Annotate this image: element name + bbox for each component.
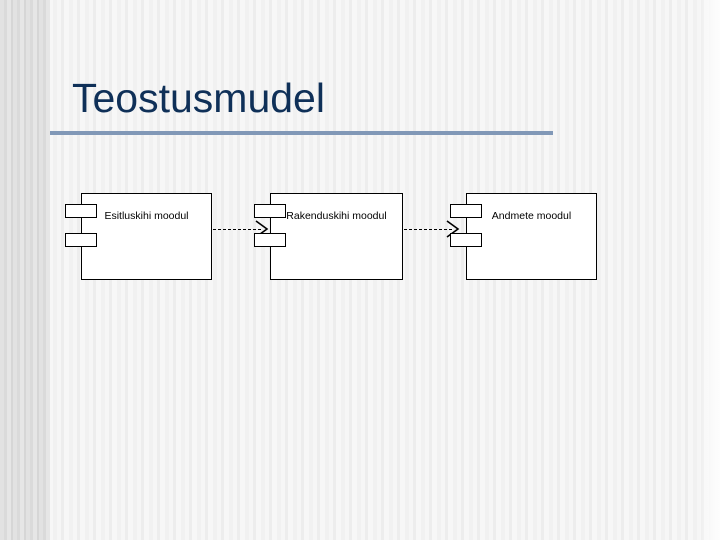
component-port-tab-bottom <box>450 233 482 247</box>
component-port-tab-top <box>65 204 97 218</box>
slide-title: Teostusmudel <box>72 75 325 121</box>
dependency-connector-1 <box>213 229 261 230</box>
component-port-tab-bottom <box>65 233 97 247</box>
component-andmete[interactable]: Andmete moodul <box>450 193 597 280</box>
component-port-tab-bottom <box>254 233 286 247</box>
component-port-tab-top <box>254 204 286 218</box>
background-right-fade <box>698 0 720 540</box>
component-port-tab-top <box>450 204 482 218</box>
component-label: Esitluskihi moodul <box>104 210 189 222</box>
component-label: Andmete moodul <box>491 210 572 222</box>
title-underline-rule <box>50 131 553 135</box>
component-label: Rakenduskihi moodul <box>286 210 387 222</box>
component-esitluskihi[interactable]: Esitluskihi moodul <box>65 193 212 280</box>
background-stripes-left-band <box>0 0 50 540</box>
dependency-connector-2 <box>404 229 452 230</box>
component-rakenduskihi[interactable]: Rakenduskihi moodul <box>254 193 403 280</box>
